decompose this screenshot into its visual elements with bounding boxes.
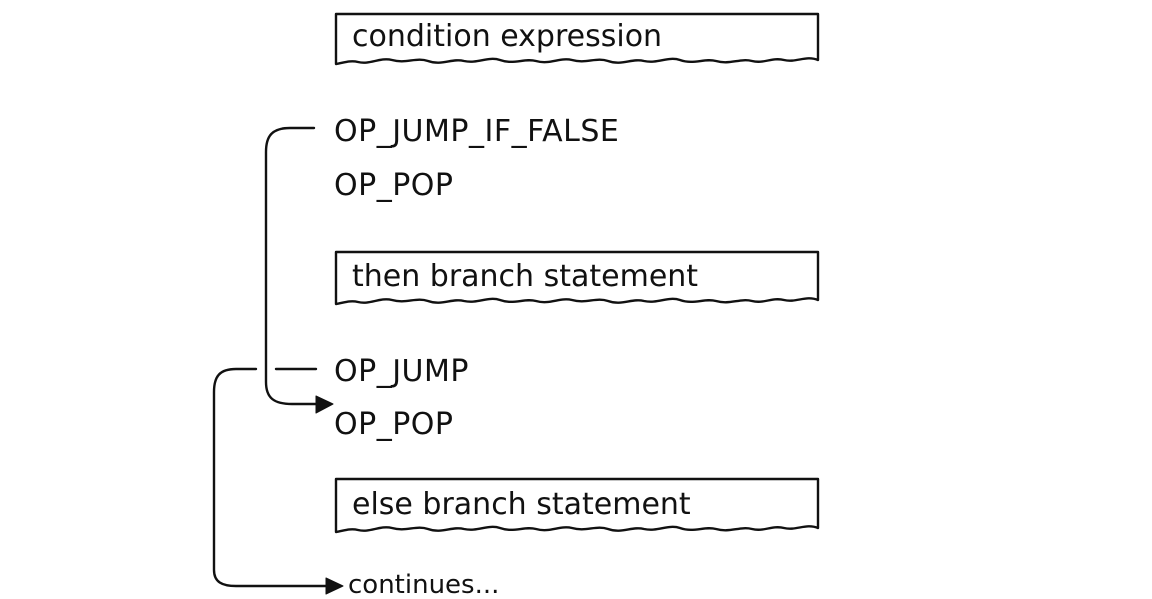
then-branch-label: then branch statement — [352, 259, 698, 294]
op-jump: OP_JUMP — [334, 354, 469, 389]
continues-label: continues... — [348, 570, 499, 599]
then-box-outline — [334, 250, 820, 306]
condition-expression-block: condition expression — [334, 12, 820, 66]
jump-arrow-line — [212, 367, 332, 588]
jump-if-false-arrow — [264, 126, 334, 414]
op-jump-if-false: OP_JUMP_IF_FALSE — [334, 114, 619, 149]
op-pop-first: OP_POP — [334, 168, 454, 203]
condition-box-outline — [334, 12, 820, 66]
else-box-outline — [334, 477, 820, 534]
jump-arrow — [212, 367, 344, 595]
then-branch-block: then branch statement — [334, 250, 820, 306]
op-pop-second: OP_POP — [334, 407, 454, 442]
condition-expression-label: condition expression — [352, 19, 662, 54]
jump-if-false-arrowhead — [315, 395, 334, 414]
jump-arrowhead — [325, 577, 344, 595]
else-branch-label: else branch statement — [352, 487, 691, 522]
else-branch-block: else branch statement — [334, 477, 820, 534]
jump-if-false-arrow-line — [264, 126, 320, 406]
